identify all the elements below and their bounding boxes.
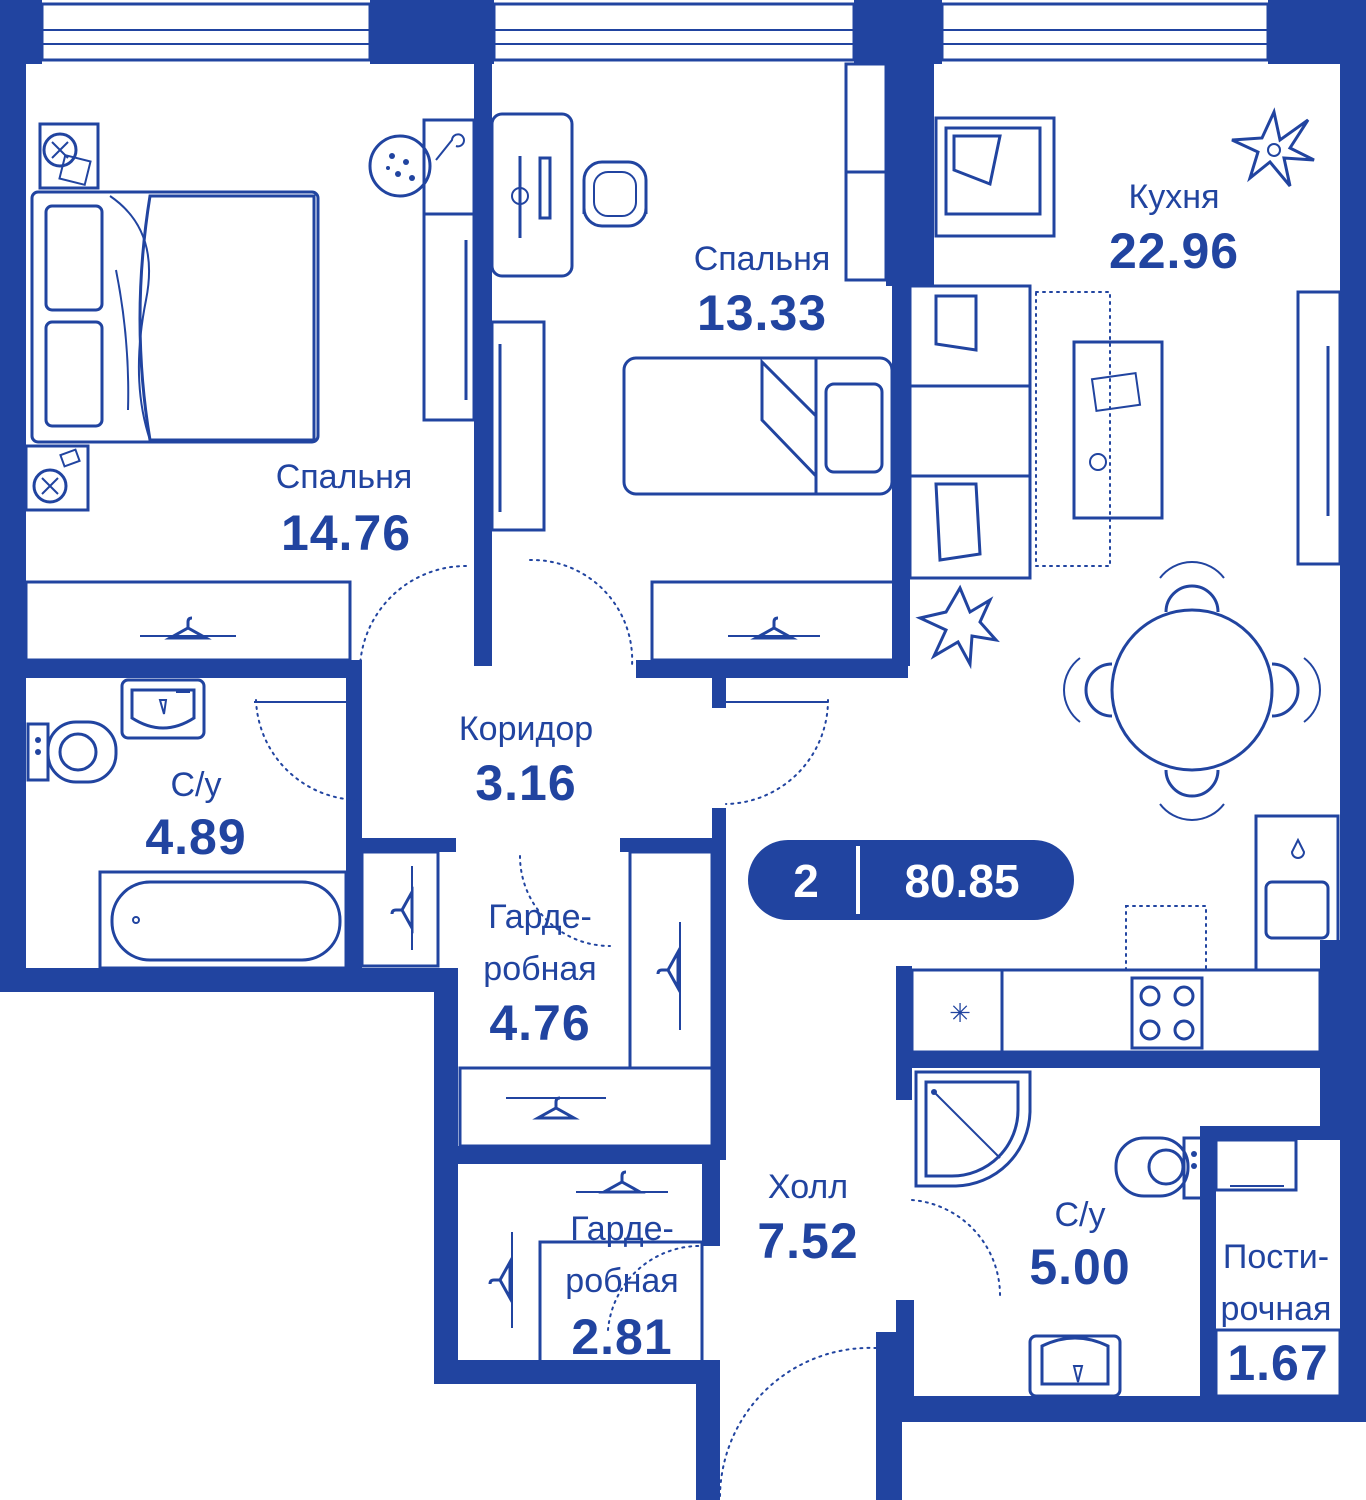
bathroom-1-area: 4.89 [145,809,246,865]
laundry-name-line2: рочная [1221,1290,1332,1328]
bathroom-2: С/у 5.00 [914,1070,1206,1398]
wardrobe-2-name-line2: робная [565,1262,678,1300]
summary-badge: 2 80.85 [748,840,1074,920]
bedroom-2-name: Спальня [694,240,831,278]
plant-icon [368,134,432,198]
sofa-icon [908,284,1032,580]
bedroom-2: Спальня 13.33 [490,62,898,667]
svg-text:✳: ✳ [949,999,971,1029]
wardrobe-icon [490,320,546,532]
kitchen-name: Кухня [1129,178,1220,216]
room-count: 2 [793,855,819,907]
corridor: Коридор 3.16 [254,699,829,947]
bedroom-1-area: 14.76 [281,505,411,561]
toilet-icon [26,720,118,784]
sink-icon [120,678,206,740]
wardrobe-icon [650,580,898,662]
shower-icon [914,1070,1032,1188]
wardrobe-1-area: 4.76 [489,995,590,1051]
desk-icon [490,112,574,278]
plant-icon [1231,107,1315,187]
window-icon [40,2,372,62]
wardrobe-1-name-line1: Гарде- [488,898,592,936]
bathtub-icon [98,870,348,970]
wardrobe-icon [422,118,476,422]
wardrobe-1-name-line2: робная [483,950,596,988]
wardrobe-icon [1296,290,1342,566]
dining-table-icon [1063,561,1321,821]
window-icon [940,2,1270,62]
wardrobe-icon [24,580,352,662]
bathroom-2-area: 5.00 [1029,1239,1130,1295]
kitchen-area: 22.96 [1109,223,1239,279]
corridor-area: 3.16 [475,755,576,811]
wardrobe-1: Гарде- робная 4.76 [360,850,714,1148]
bathroom-1: С/у 4.89 [26,678,348,970]
hall-name: Холл [768,1168,848,1206]
bed-icon [622,356,894,496]
hall-area: 7.52 [757,1213,858,1269]
nightstand-icon [38,122,100,190]
window-icon [492,2,856,62]
bathroom-1-name: С/у [171,766,222,804]
sink-icon [1028,1334,1122,1398]
nightstand-icon [24,444,90,512]
plant-icon [915,584,1000,670]
bedroom-1-name: Спальня [276,458,413,496]
bedroom-2-area: 13.33 [697,285,827,341]
corridor-name: Коридор [459,710,593,748]
wardrobe-2-area: 2.81 [571,1309,672,1365]
laundry: Пости- рочная 1.67 [1214,1138,1342,1398]
wardrobe-icon [844,62,888,282]
kitchen-counter: ✳ [910,905,1322,1054]
stove-icon [1130,976,1204,1050]
bathroom-2-name: С/у [1055,1196,1106,1234]
wardrobe-2-name-line1: Гарде- [570,1210,674,1248]
total-area: 80.85 [904,855,1019,907]
wardrobe-2: Гарде- робная 2.81 [488,1170,704,1365]
bedroom-1: Спальня 14.76 [24,118,476,667]
armchair-icon [934,116,1056,238]
laundry-area: 1.67 [1227,1335,1328,1391]
bed-icon [30,190,320,444]
washing-machine-icon [1214,1138,1298,1192]
hall: Холл 7.52 [719,1168,1002,1497]
office-chair-icon [582,160,648,228]
laundry-name-line1: Пости- [1223,1238,1329,1276]
kitchen: ✳ Кухня 22.96 [908,107,1342,1054]
toilet-icon [1114,1136,1206,1200]
coffee-table-icon [1072,340,1164,520]
